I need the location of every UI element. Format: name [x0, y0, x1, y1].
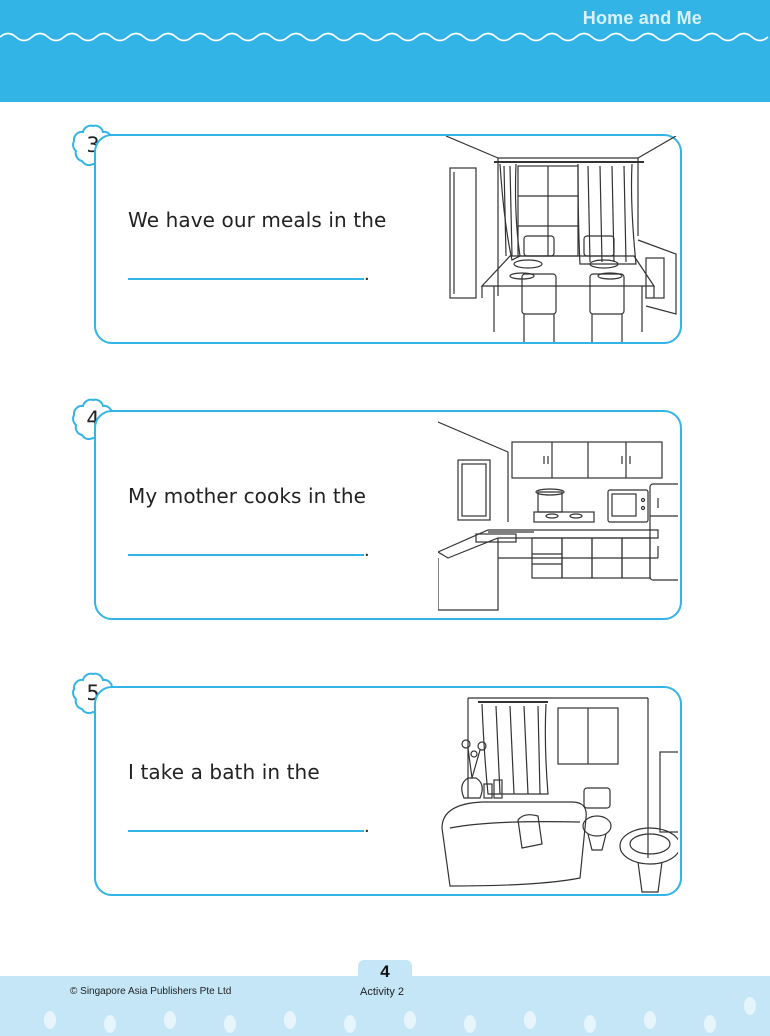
bathroom-illustration — [438, 688, 683, 894]
question-card-4: My mother cooks in the . — [94, 410, 699, 620]
sentence-period: . — [364, 264, 370, 285]
page-header: Home and Me — [0, 0, 770, 102]
sentence-period: . — [364, 540, 370, 561]
answer-blank-line[interactable] — [128, 830, 364, 832]
header-title: Home and Me — [582, 8, 702, 28]
sentence-period: . — [364, 816, 370, 837]
copyright-text: © Singapore Asia Publishers Pte Ltd — [70, 986, 232, 997]
kitchen-illustration — [436, 412, 699, 618]
answer-blank-line[interactable] — [128, 554, 364, 556]
footer-pattern-decoration — [44, 997, 756, 1033]
dining-room-illustration — [438, 135, 678, 342]
header-wave-decoration — [0, 32, 769, 42]
activity-label: Activity 2 — [360, 986, 405, 998]
question-text: We have our meals in the — [128, 208, 387, 232]
answer-blank-line[interactable] — [128, 278, 364, 280]
page-number: 4 — [380, 962, 390, 981]
page-footer — [0, 976, 770, 1036]
question-card-3: We have our meals in the . — [94, 134, 682, 344]
question-text: I take a bath in the — [128, 760, 320, 784]
question-card-5: I take a bath in the . — [94, 686, 683, 896]
question-text: My mother cooks in the — [128, 484, 367, 508]
